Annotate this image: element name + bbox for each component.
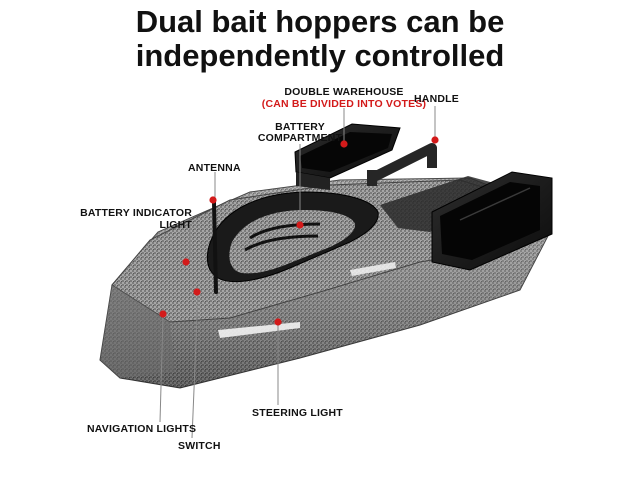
callout-lines [159,106,436,439]
label-navigation-lights: NAVIGATION LIGHTS [87,423,197,435]
marker-battery-compartment [296,221,304,229]
label-antenna: ANTENNA [188,162,241,174]
marker-handle [431,136,439,144]
bow-nose [100,285,175,378]
marker-steering-light [274,318,282,326]
label-battery-indicator-1: BATTERY INDICATOR [80,207,192,219]
marker-double-warehouse [340,140,348,148]
side-light-strip [218,322,300,338]
label-switch: SWITCH [178,440,221,452]
bait-hopper-left [294,123,401,190]
marker-switch [193,288,201,296]
antenna [212,200,218,294]
label-battery-indicator-2: LIGHT [159,219,192,231]
handle [367,143,437,186]
label-battery-compartment-1: BATTERY [275,121,325,133]
headline-line-2: independently controlled [135,38,505,73]
label-steering-light: STEERING LIGHT [252,407,343,419]
headline-line-1: Dual bait hoppers can be [135,4,505,39]
bait-hopper-right [431,171,553,271]
label-handle: HANDLE [414,93,459,105]
label-double-warehouse: DOUBLE WAREHOUSE [284,86,404,98]
marker-battery-indicator [182,258,190,266]
label-battery-compartment-2: COMPARTMENT [257,132,343,144]
label-double-warehouse-note: (CAN BE DIVIDED INTO VOTES) [261,98,427,110]
marker-navigation-lights [159,310,167,318]
marker-antenna [209,196,217,204]
callout-markers [159,136,439,326]
